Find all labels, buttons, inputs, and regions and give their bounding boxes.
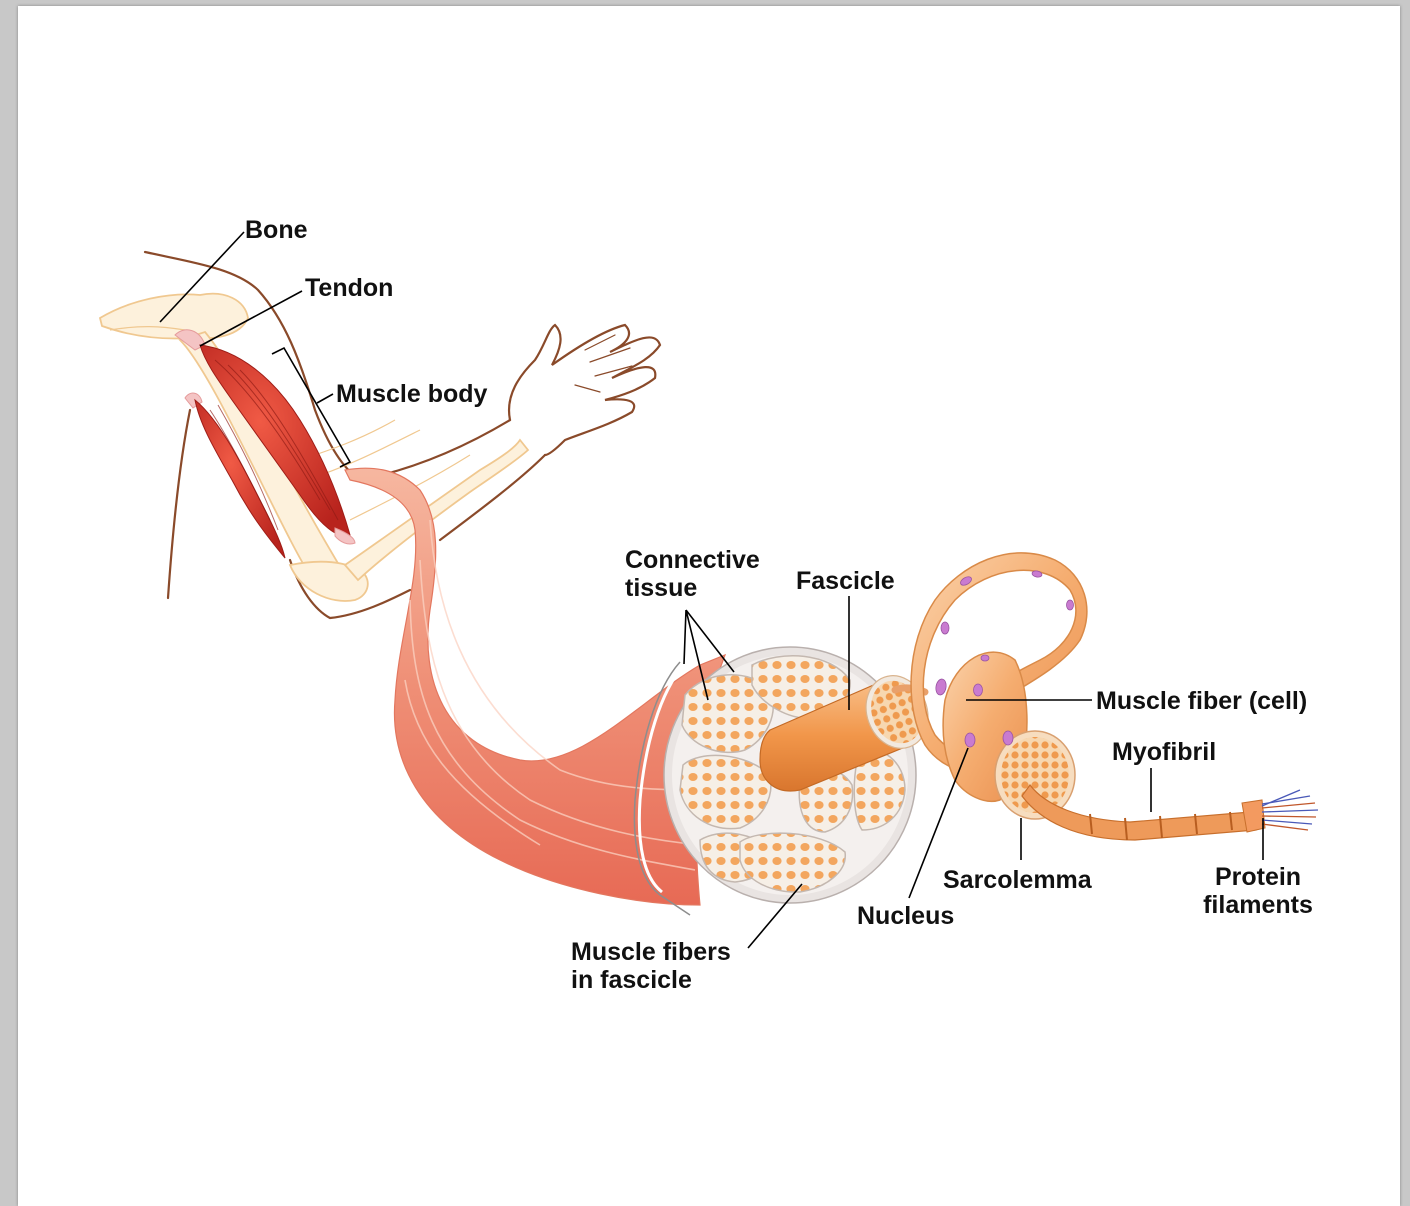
label-sarcolemma: Sarcolemma [943, 866, 1092, 894]
label-muscle-fibers-in-fascicle-line1: Muscle fibers [571, 938, 731, 966]
label-myofibril: Myofibril [1112, 738, 1216, 766]
forearm-bones [345, 440, 528, 580]
label-connective-tissue-line2: tissue [625, 574, 760, 602]
label-connective-tissue: Connective tissue [625, 546, 760, 602]
nucleus-dot [981, 655, 989, 661]
label-muscle-fibers-in-fascicle-line2: in fascicle [571, 966, 731, 994]
upper-arm-back-outline [168, 410, 190, 598]
nucleus-dot [935, 678, 948, 695]
label-fascicle: Fascicle [796, 567, 895, 595]
label-bone: Bone [245, 216, 308, 244]
label-tendon: Tendon [305, 274, 393, 302]
nucleus-dot [965, 733, 975, 747]
label-nucleus: Nucleus [857, 902, 954, 930]
page: Bone Tendon Muscle body Connective tissu… [18, 6, 1400, 1206]
nucleus-dot [1003, 731, 1013, 745]
label-muscle-body: Muscle body [336, 380, 487, 408]
nucleus-dot [974, 684, 983, 696]
nucleus-dot [941, 622, 949, 634]
protein-filaments-strands [1262, 790, 1318, 830]
label-protein-filaments-line1: Protein [1200, 863, 1316, 891]
label-muscle-fiber: Muscle fiber (cell) [1096, 687, 1307, 715]
nucleus-dot [1067, 600, 1074, 610]
hand-outline [509, 325, 660, 455]
label-muscle-fibers-in-fascicle: Muscle fibers in fascicle [571, 938, 731, 994]
muscle-fiber [895, 553, 1087, 819]
muscle-structure-diagram [18, 6, 1400, 1206]
label-protein-filaments-line2: filaments [1200, 891, 1316, 919]
label-protein-filaments: Protein filaments [1200, 863, 1316, 919]
label-connective-tissue-line1: Connective [625, 546, 760, 574]
